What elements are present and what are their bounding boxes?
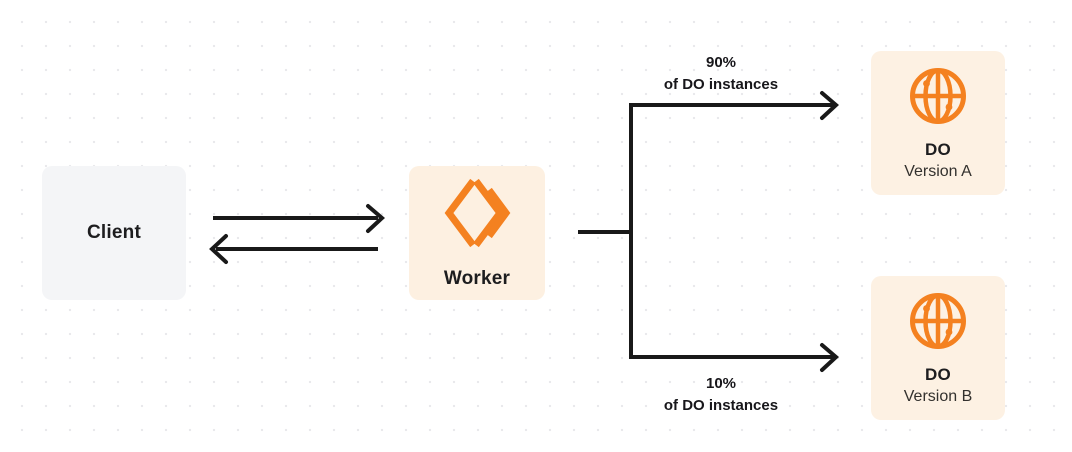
node-do-b-label: DO [925, 364, 951, 384]
node-do-a-label: DO [925, 139, 951, 159]
edge-label-do-b-percent: 10% [705, 375, 737, 392]
edge-label-do-a: 90% of DO instances [623, 52, 819, 96]
node-client-label: Client [87, 222, 141, 243]
node-worker[interactable]: Worker [409, 166, 545, 300]
edge-label-do-b: 10% of DO instances [623, 373, 819, 417]
node-do-b-sublabel: Version B [903, 387, 973, 405]
edge-worker-to-do-b [629, 343, 840, 372]
edge-label-do-a-percent: 90% [705, 54, 737, 71]
globe-icon [908, 291, 968, 351]
node-do-version-a[interactable]: DO Version A [871, 51, 1005, 195]
globe-icon [908, 66, 968, 126]
cloudflare-workers-icon [442, 176, 512, 250]
edge-worker-to-client [209, 234, 378, 264]
edge-worker-branch-trunk [578, 105, 633, 357]
node-worker-label: Worker [443, 268, 511, 289]
edge-client-to-worker [213, 204, 386, 233]
edge-worker-to-do-a [629, 91, 840, 120]
edge-label-do-b-description: of DO instances [663, 396, 779, 414]
node-do-version-b[interactable]: DO Version B [871, 276, 1005, 420]
edge-label-do-a-description: of DO instances [663, 75, 779, 93]
node-client[interactable]: Client [42, 166, 186, 300]
node-do-a-sublabel: Version A [904, 162, 972, 180]
